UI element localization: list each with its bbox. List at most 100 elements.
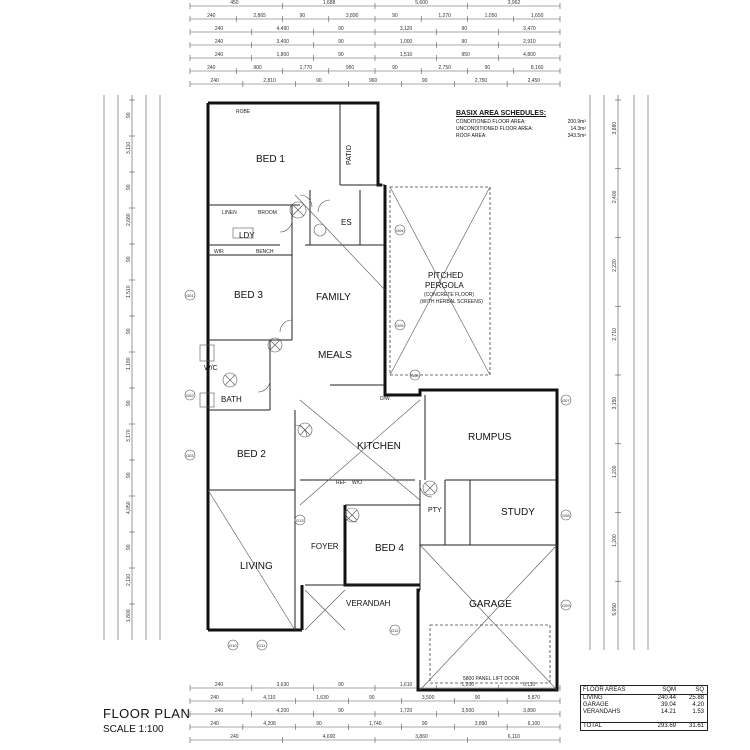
room-label-rumpus: RUMPUS <box>468 432 512 443</box>
dimension-label: 1,200 <box>612 465 618 478</box>
dimension-label: 2,810 <box>263 78 276 84</box>
dimension-label: 90 <box>338 39 344 45</box>
room-label-kitchen: KITCHEN <box>357 441 401 452</box>
room-label-family: FAMILY <box>316 292 351 303</box>
room-label-pergola-2: PERGOLA <box>425 281 464 290</box>
dimension-label: 2,220 <box>612 259 618 272</box>
room-label-bed-4: BED 4 <box>375 543 404 554</box>
room-label-garage: GARAGE <box>469 599 512 610</box>
room-label-meals: MEALS <box>318 350 352 361</box>
dimension-label: 3,630 <box>277 682 290 688</box>
dimension-label: 1,510 <box>400 52 413 58</box>
dimension-label: 6,110 <box>523 682 535 688</box>
room-label-bath: BATH <box>221 395 242 404</box>
room-label-verandah: VERANDAH <box>346 599 391 608</box>
dimension-label: 90 <box>316 721 322 727</box>
dimension-label: 3,150 <box>612 397 618 410</box>
reference-bubble <box>560 394 572 406</box>
dimension-label: 90 <box>338 26 344 32</box>
reference-bubble <box>184 449 196 461</box>
dimension-label: 3,120 <box>400 26 413 32</box>
dimension-label: 1,740 <box>369 721 382 727</box>
dimension-label: 240 <box>210 695 219 701</box>
reference-bubble <box>560 599 572 611</box>
dimension-label: 1,200 <box>462 682 475 688</box>
dimension-label: 1,630 <box>316 695 329 701</box>
dimension-label: 450 <box>230 0 239 6</box>
dimension-label: 90 <box>126 472 132 478</box>
label-ref: REF <box>336 480 346 486</box>
dimension-label: 3,470 <box>523 26 536 32</box>
label-bench: BENCH <box>256 249 274 255</box>
dimension-label: 1,800 <box>277 52 290 58</box>
room-label-living: LIVING <box>240 561 273 572</box>
dimension-label: 90 <box>126 184 132 190</box>
pergola-outline <box>389 186 491 376</box>
reference-bubble <box>394 224 406 236</box>
dimension-label: 1,050 <box>485 13 498 19</box>
dimension-label: 1,688 <box>323 0 336 6</box>
dimension-label: 2,910 <box>523 39 536 45</box>
dimension-label: 4,490 <box>277 26 290 32</box>
label-linen: LINEN <box>222 210 237 216</box>
reference-code: G08 <box>562 513 570 518</box>
dimension-label: 90 <box>485 65 491 71</box>
dimension-label: 240 <box>215 708 224 714</box>
basix-heading: BASIX AREA SCHEDULES: <box>456 110 547 117</box>
room-label-pty: PTY <box>428 507 442 514</box>
dimension-label: 90 <box>316 78 322 84</box>
dimension-label: 5,650 <box>612 603 618 616</box>
dimension-label: 90 <box>392 13 398 19</box>
dimension-label: 5,600 <box>415 0 428 6</box>
roof-hip-lines <box>207 194 421 631</box>
garage-roof-lines <box>419 544 558 691</box>
dimension-label: 3,500 <box>422 695 435 701</box>
reference-code: G03 <box>186 453 194 458</box>
reference-code: G04 <box>396 228 404 233</box>
reference-code: G05 <box>396 323 404 328</box>
dimension-label: 90 <box>422 78 428 84</box>
basix-row: UNCONDITIONED FLOOR AREA:14.3m² <box>456 126 586 133</box>
pergola-note: (CONCRETE FLOOR) <box>424 292 474 298</box>
dimension-label: 3,890 <box>346 13 359 19</box>
basix-row: CONDITIONED FLOOR AREA:200.9m² <box>456 119 586 126</box>
dimension-label: 1,610 <box>400 682 413 688</box>
label-dw: D/W <box>380 396 390 402</box>
dimension-label: 1,270 <box>438 13 451 19</box>
basix-row-value: 14.3m² <box>570 126 586 132</box>
dimension-label: 2,710 <box>612 328 618 341</box>
dimension-label: 6,110 <box>508 734 520 740</box>
reference-bubble <box>389 624 401 636</box>
plan-title: FLOOR PLAN <box>103 706 191 721</box>
dimension-label: 3,890 <box>523 708 536 714</box>
reference-code: G13 <box>296 518 304 523</box>
room-label-pergola: PITCHED <box>428 271 463 280</box>
reference-code: G10 <box>229 643 237 648</box>
room-label-study: STUDY <box>501 507 535 518</box>
dimension-label: 2,750 <box>438 65 451 71</box>
col-sq: SQ <box>695 687 704 693</box>
dimension-label: 240 <box>215 26 224 32</box>
dimension-label: 4,690 <box>323 734 336 740</box>
room-label-wc: W/C <box>204 365 218 372</box>
dimension-label: 2,450 <box>528 78 541 84</box>
reference-bubble <box>560 509 572 521</box>
label-broom: BROOM <box>258 210 277 216</box>
room-label-ensuite: ES <box>341 218 352 227</box>
room-label-bed-2: BED 2 <box>237 449 266 460</box>
dimension-label: 240 <box>210 721 219 727</box>
basix-row-label: CONDITIONED FLOOR AREA: <box>456 119 526 125</box>
dimension-label: 90 <box>126 544 132 550</box>
dimension-label: 90 <box>462 39 468 45</box>
dimension-label: 5,870 <box>528 695 541 701</box>
dimension-label: 240 <box>210 78 219 84</box>
dimension-label: 3,880 <box>612 122 618 135</box>
reference-bubble <box>409 369 421 381</box>
dimension-label: 950 <box>462 52 471 58</box>
label-wo: W/O <box>352 480 362 486</box>
dimension-label: 4,800 <box>523 52 536 58</box>
